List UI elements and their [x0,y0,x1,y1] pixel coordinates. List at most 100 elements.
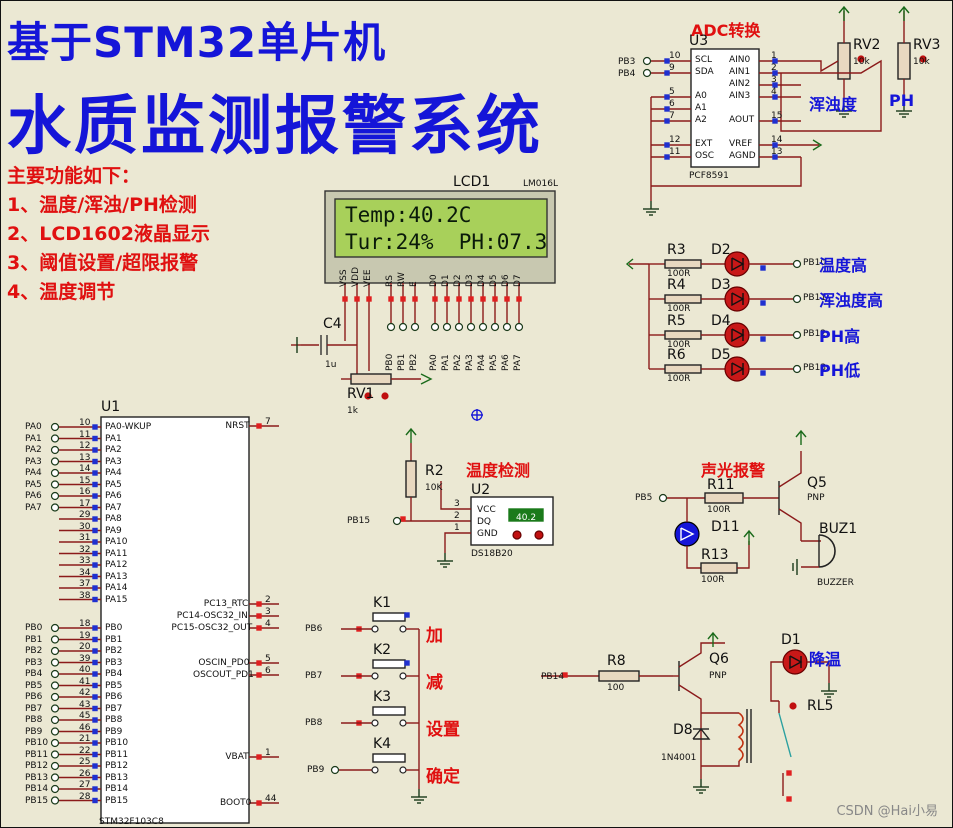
pin-marker [404,612,410,618]
power-arrow [707,631,719,640]
label: 13 [771,147,783,157]
label: AIN0 [729,55,751,65]
label: RW [397,272,407,287]
ds-gnd [444,532,471,553]
terminal [430,322,440,332]
led-body [782,649,808,675]
label: 20 [79,642,91,652]
label: NRST [225,421,250,431]
label: 9 [669,63,675,73]
pin-marker [562,672,568,678]
label: 确定 [426,767,460,787]
pin-marker [92,596,98,603]
pin-marker [342,296,348,302]
label: 19 [79,630,91,641]
label: A0 [695,91,707,101]
label: K1 [373,595,392,611]
net-label: PB15 [347,516,371,526]
pin-marker [92,481,98,488]
lcd-row-2: Tur:24% PH:07.3 [345,230,548,254]
label: D2 [711,242,731,258]
power-arrow [795,429,807,438]
label: PA12 [105,560,128,570]
terminal [50,669,60,679]
label: PB11 [25,749,49,760]
pin-marker [256,754,262,760]
label: 11 [669,147,681,157]
terminal [442,322,452,332]
q5-ref: Q5 [807,475,827,491]
pin-marker [256,613,262,619]
key-contact [371,719,379,727]
label: PB9 [105,726,123,737]
label: D3 [711,277,731,293]
label: VREF [729,139,753,149]
lcd-screen [334,198,548,258]
pin-marker [92,648,98,654]
pin-marker [492,296,498,302]
pin-marker [354,296,360,302]
label: PB2 [105,646,123,656]
label: 33 [79,556,91,566]
pin-marker [664,58,670,64]
key-contact [371,766,379,774]
relay-pin [789,702,797,710]
terminal [50,646,60,656]
label: PA2 [105,445,122,455]
label: 22 [79,745,91,756]
label: AGND [729,151,756,161]
label: 10 [669,51,681,61]
adc-title: ADC转换 [691,21,761,40]
pin-marker [664,142,670,148]
pcf8591-body [690,48,760,168]
label: 25 [79,757,91,767]
relay-coil-wire [701,761,740,767]
label: SDA [695,67,714,77]
label: 11 [79,429,91,440]
label: PA0-WKUP [105,422,152,432]
buz-ref: BUZ1 [819,521,858,537]
pin-marker [92,740,98,746]
label: D3 [465,274,475,287]
label: PA5 [489,354,499,371]
rv3-label: PH [889,91,915,110]
pin-marker [92,705,98,712]
r2-value: 10K [425,483,443,493]
terminal [392,516,402,526]
pin-marker [92,470,98,476]
label: 5 [265,654,271,664]
key-contact [371,625,379,633]
pin-marker [92,573,98,580]
terminal [50,503,60,512]
label: VSS [339,269,349,287]
terminal [50,750,60,759]
relay-ref: RL5 [807,698,834,714]
pin-marker [480,296,486,302]
pin-marker [760,336,766,342]
u2-ref: U2 [471,482,491,498]
pin-num: 2 [454,511,460,521]
u3-model: PCF8591 [689,171,729,181]
terminal [50,784,60,794]
label: 21 [79,734,91,744]
label: D5 [489,274,499,287]
pin-marker [92,562,98,568]
feature-item: 3、阈值设置/超限报警 [7,252,199,274]
terminal [386,322,396,332]
pin-marker [92,763,98,769]
label: PA4 [25,468,42,478]
resistor [664,330,702,340]
terminal [50,434,60,443]
terminal [792,364,802,374]
label: 100R [667,269,691,279]
label: E [409,281,419,287]
buzzer-body [818,534,836,568]
label: 6 [669,99,675,109]
pin-marker [772,70,778,76]
label: 3 [771,75,777,85]
label: 16 [79,487,91,497]
terminal [50,468,60,478]
label: 43 [79,699,91,710]
label: 42 [79,688,91,698]
label: PA7 [513,354,523,371]
